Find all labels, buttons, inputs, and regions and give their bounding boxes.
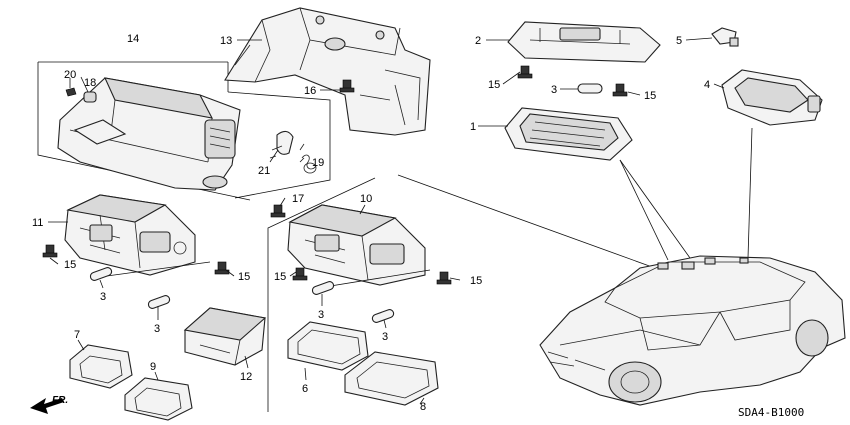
callout-15-e: 15 <box>488 79 500 91</box>
bulb-5 <box>711 27 739 47</box>
callout-3-d: 3 <box>382 331 388 343</box>
callout-4: 4 <box>704 79 710 91</box>
bulb-3-e <box>577 83 603 94</box>
callout-6: 6 <box>302 383 308 395</box>
bolt-15-c <box>292 267 308 281</box>
front-direction-label: FR. <box>52 395 68 406</box>
lens-7 <box>69 344 133 389</box>
dome-base-2 <box>507 21 661 63</box>
bulb-3-b <box>147 295 171 309</box>
spring-19 <box>299 143 317 174</box>
callout-1: 1 <box>470 121 476 133</box>
bulb-3-a <box>89 267 113 281</box>
callout-15-d: 15 <box>470 275 482 287</box>
callout-3-c: 3 <box>318 309 324 321</box>
lens-6 <box>287 321 369 371</box>
callout-15-f: 15 <box>644 90 656 102</box>
lever-21 <box>269 130 294 159</box>
grommet-18 <box>83 91 97 103</box>
callout-3-a: 3 <box>100 291 106 303</box>
callout-16: 16 <box>304 85 316 97</box>
lens-8 <box>344 351 439 406</box>
callout-9: 9 <box>150 361 156 373</box>
callout-17: 17 <box>292 193 304 205</box>
callout-2: 2 <box>475 35 481 47</box>
bulb-3-c <box>311 281 335 295</box>
callout-15-c: 15 <box>274 271 286 283</box>
console-assembly-14 <box>37 61 251 201</box>
callout-15-b: 15 <box>238 271 250 283</box>
callout-11: 11 <box>32 217 43 229</box>
bolt-15-b <box>214 261 230 275</box>
callout-leaders <box>48 37 725 405</box>
dome-lens-1 <box>504 107 633 161</box>
callout-15-a: 15 <box>64 259 76 271</box>
front-direction-arrow-icon <box>30 398 64 414</box>
callout-8: 8 <box>420 401 426 413</box>
callout-3-b: 3 <box>154 323 160 335</box>
callout-21: 21 <box>258 165 270 177</box>
callout-10: 10 <box>360 193 372 205</box>
callout-20: 20 <box>64 69 76 81</box>
bolt-15-f <box>612 83 628 97</box>
clip-20 <box>65 87 77 97</box>
lamp-housing-4 <box>721 69 823 126</box>
diagram-code: SDA4-B1000 <box>738 406 804 419</box>
callout-18: 18 <box>84 77 96 89</box>
callout-5: 5 <box>676 35 682 47</box>
bolt-15-a <box>42 244 58 258</box>
callout-numbers: 14 20 18 13 16 19 21 11 15 15 3 3 12 7 9… <box>32 33 710 413</box>
callout-13: 13 <box>220 35 232 47</box>
bolt-15-d <box>436 271 452 285</box>
map-light-11 <box>64 194 196 276</box>
callout-3-e: 3 <box>551 84 557 96</box>
vehicle-illustration <box>539 255 846 406</box>
map-light-10 <box>287 204 426 286</box>
callout-19: 19 <box>312 157 324 169</box>
roof-bracket-13 <box>224 7 431 136</box>
bolt-15-e <box>517 65 533 79</box>
bulb-3-d <box>371 309 395 323</box>
callout-14: 14 <box>127 33 139 45</box>
bolt-17 <box>270 204 286 218</box>
lens-9 <box>124 377 193 421</box>
callout-12: 12 <box>240 371 252 383</box>
callout-7: 7 <box>74 329 80 341</box>
control-module-12 <box>183 307 267 366</box>
